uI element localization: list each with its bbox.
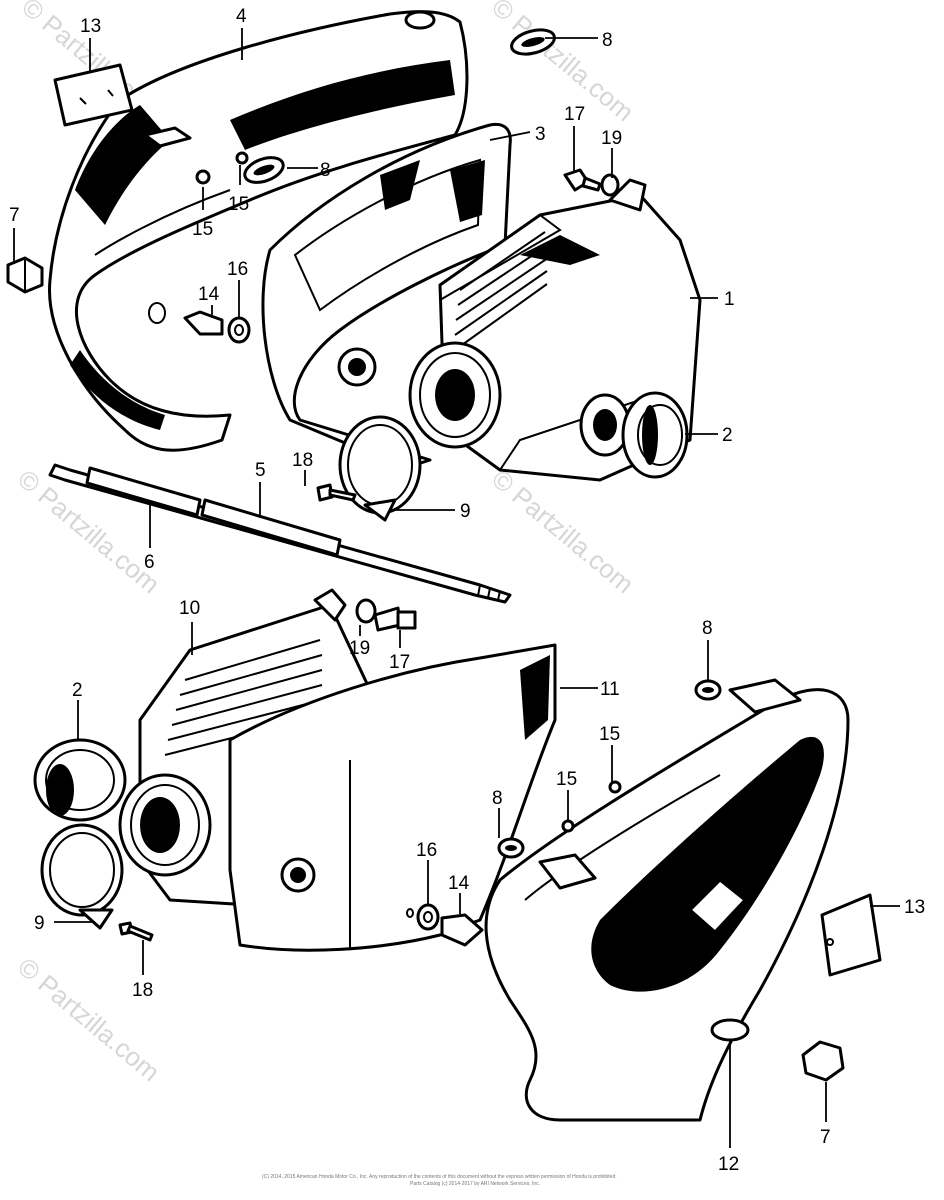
callout-8-bottom-b: 8 <box>492 788 503 809</box>
part-7-nut-top[interactable] <box>6 256 44 294</box>
callout-3: 3 <box>535 124 546 145</box>
callout-9-top: 9 <box>460 501 471 522</box>
callout-9-bottom: 9 <box>34 913 45 934</box>
part-2-cap-bottom[interactable] <box>33 738 127 822</box>
callout-8-top-a: 8 <box>602 30 613 51</box>
part-4-side-cover-left[interactable] <box>48 10 469 452</box>
part-8-grommet-bottom-b[interactable] <box>497 837 525 859</box>
part-19-washer-bottom[interactable] <box>355 598 377 624</box>
callout-7-top: 7 <box>9 205 20 226</box>
part-17-bolt-bottom[interactable] <box>373 606 417 632</box>
callout-6: 6 <box>144 552 155 573</box>
callout-15-bottom-b: 15 <box>556 769 577 790</box>
callout-8-bottom-a: 8 <box>702 618 713 639</box>
part-13-plate-bottom[interactable] <box>820 893 882 977</box>
callout-15-top-b: 15 <box>228 194 249 215</box>
part-15-nut-bottom[interactable] <box>561 780 622 833</box>
part-14-pin-bottom[interactable] <box>440 913 484 947</box>
callout-14-bottom: 14 <box>448 873 470 894</box>
part-9-band-top[interactable] <box>338 415 422 522</box>
callout-19-top: 19 <box>601 128 622 149</box>
callout-1: 1 <box>724 289 735 310</box>
part-8-grommet-top-a[interactable] <box>509 26 557 59</box>
callout-18-top: 18 <box>292 450 313 471</box>
callout-17-bottom: 17 <box>389 652 410 673</box>
callout-16-bottom: 16 <box>416 840 437 861</box>
callout-17-top: 17 <box>564 104 585 125</box>
callout-8-top-b: 8 <box>320 160 331 181</box>
callout-15-top-a: 15 <box>192 219 213 240</box>
callout-12: 12 <box>718 1154 739 1175</box>
callout-15-bottom-a: 15 <box>599 724 620 745</box>
callout-13-bottom: 13 <box>904 897 925 918</box>
part-8-grommet-bottom-a[interactable] <box>694 679 722 701</box>
part-16-washer-top[interactable] <box>227 316 251 344</box>
callout-10: 10 <box>179 598 200 619</box>
callout-5: 5 <box>255 460 266 481</box>
part-8-grommet-top-b[interactable] <box>241 153 286 187</box>
part-15-nut-top[interactable] <box>195 151 249 185</box>
callout-labels: 13 4 8 3 8 17 19 7 15 15 16 14 1 2 18 5 … <box>9 6 925 1175</box>
part-7-nut-bottom[interactable] <box>801 1040 845 1082</box>
callout-11: 11 <box>600 679 620 700</box>
part-11-inner-panel[interactable] <box>228 643 557 952</box>
footer-copyright: (C) 2014, 2015 American Honda Motor Co.,… <box>262 1174 617 1180</box>
leader-lines <box>13 28 900 1148</box>
part-6-tube[interactable] <box>85 466 342 557</box>
watermark-4: © Partzilla.com <box>486 464 639 600</box>
callout-14-top: 14 <box>198 284 220 305</box>
part-14-pin-top[interactable] <box>183 310 224 336</box>
part-12-side-cover-right[interactable] <box>484 678 850 1122</box>
callout-13-top: 13 <box>80 16 101 37</box>
part-18-screw-bottom[interactable] <box>118 921 154 942</box>
footer-catalog: Parts Catalog (c) 2014-2017 by ARI Netwo… <box>410 1181 540 1187</box>
callout-4: 4 <box>236 6 247 27</box>
callout-2-bottom: 2 <box>72 680 83 701</box>
filter-fins <box>454 231 549 351</box>
callout-7-bottom: 7 <box>820 1127 831 1148</box>
part-19-washer-top[interactable] <box>600 173 620 197</box>
callout-2-top: 2 <box>722 425 733 446</box>
watermark-2: © Partzilla.com <box>486 0 639 127</box>
part-3-inner-panel[interactable] <box>148 122 512 470</box>
callout-16-top: 16 <box>227 259 248 280</box>
callout-18-bottom: 18 <box>132 980 153 1001</box>
part-2-cap-top[interactable] <box>621 391 689 479</box>
filter-fins-bottom <box>164 639 323 756</box>
part-17-bolt-top[interactable] <box>563 168 602 192</box>
part-13-plate-top[interactable] <box>53 63 134 127</box>
part-9-band-bottom[interactable] <box>40 823 124 930</box>
callout-19-bottom: 19 <box>349 638 370 659</box>
part-18-screw-top[interactable] <box>316 483 357 502</box>
